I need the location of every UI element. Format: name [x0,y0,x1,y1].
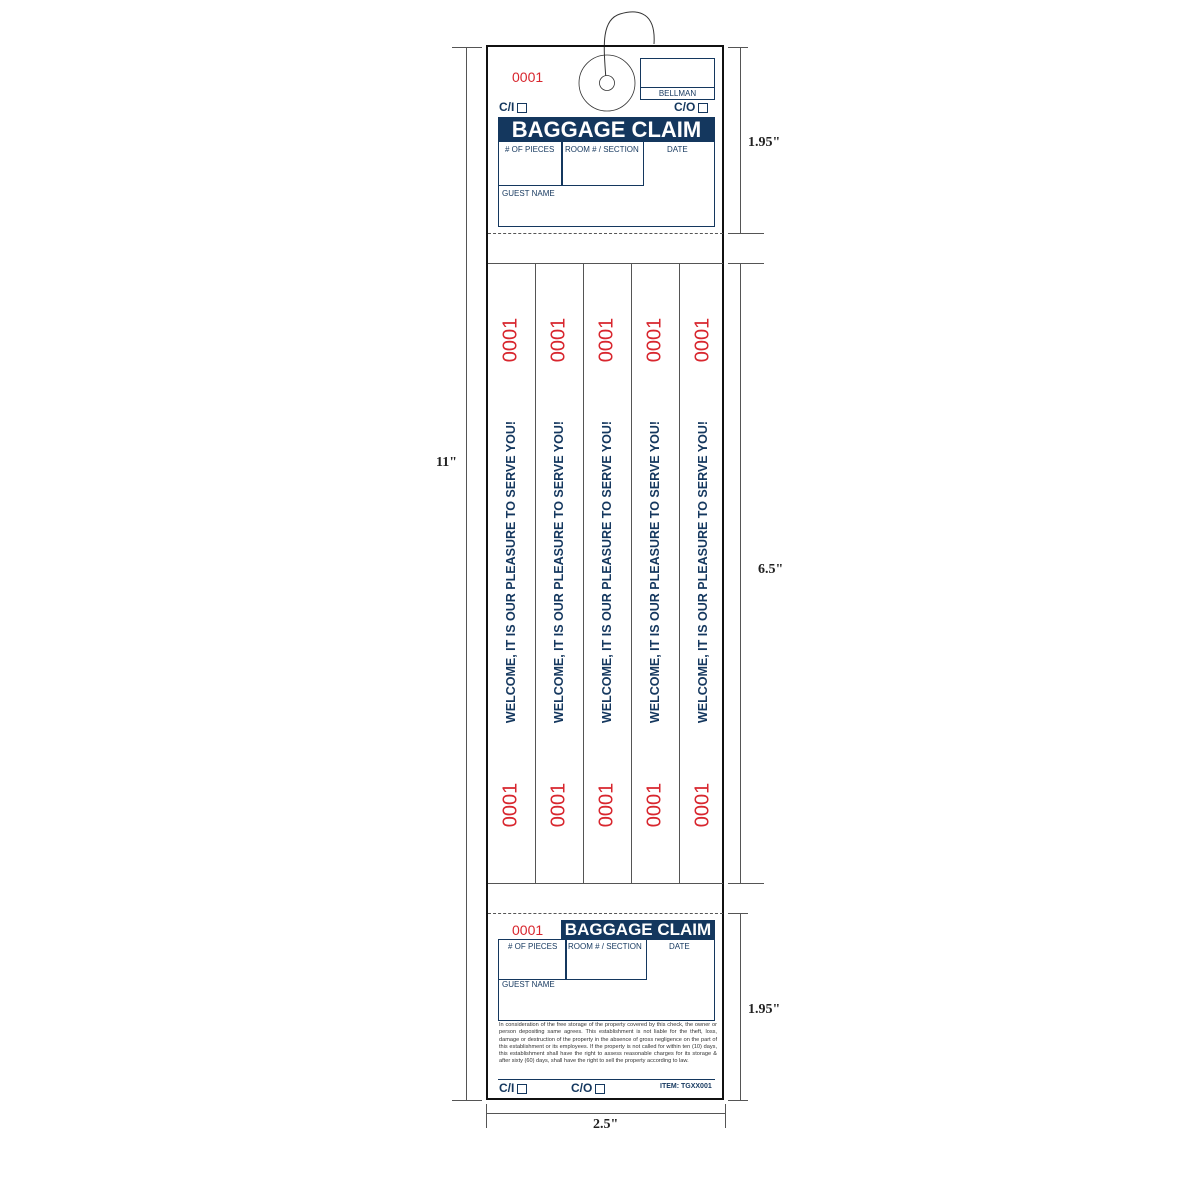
bellman-box: BELLMAN [640,58,715,100]
strip-number: 0001 [691,782,714,828]
strip-number: 0001 [595,317,618,363]
top-title: BAGGAGE CLAIM [498,117,715,142]
checkout-checkbox[interactable]: C/O [674,100,709,114]
bottom-section-label: 1.95" [748,1002,781,1017]
strip-message: WELCOME, IT IS OUR PLEASURE TO SERVE YOU… [600,420,614,724]
strip-message: WELCOME, IT IS OUR PLEASURE TO SERVE YOU… [648,420,662,724]
top-ticket-number: 0001 [512,69,544,85]
date-field[interactable]: DATE [669,942,690,951]
dim-tick [452,1100,482,1101]
strip-number: 0001 [499,782,522,828]
width-label: 2.5" [593,1117,619,1132]
strip-message: WELCOME, IT IS OUR PLEASURE TO SERVE YOU… [552,420,566,724]
room-field[interactable]: ROOM # / SECTION [565,145,639,154]
width-dimension-line [486,1113,725,1114]
section-divider [488,263,723,264]
strip-number: 0001 [547,782,570,828]
section-divider [488,883,723,884]
top-dimension-line [740,47,741,233]
bottom-dimension-line [740,913,741,1100]
pieces-field[interactable]: # OF PIECES [505,145,555,154]
guest-name-field[interactable]: GUEST NAME [502,189,555,198]
bottom-form: # OF PIECES ROOM # / SECTION DATE GUEST … [497,938,715,1021]
strip-number: 0001 [595,782,618,828]
checkout-checkbox[interactable]: C/O [571,1081,606,1095]
disclaimer-text: In consideration of the free storage of … [499,1022,717,1065]
height-dimension-line [466,47,467,1100]
bellman-label: BELLMAN [641,87,714,99]
perforation-line [488,233,723,234]
middle-section-label: 6.5" [758,562,784,577]
item-code: ITEM: TGXX001 [660,1083,712,1090]
strip-message: WELCOME, IT IS OUR PLEASURE TO SERVE YOU… [504,420,518,724]
perforation-line [488,913,723,914]
strip-number: 0001 [547,317,570,363]
strip-number: 0001 [499,317,522,363]
pieces-field[interactable]: # OF PIECES [508,942,558,951]
checkin-checkbox[interactable]: C/I [499,100,528,114]
bottom-ticket-number: 0001 [512,922,544,938]
top-section-label: 1.95" [748,135,781,150]
strip-number: 0001 [643,782,666,828]
middle-dimension-line [740,263,741,883]
room-field[interactable]: ROOM # / SECTION [568,942,642,951]
strip-number: 0001 [643,317,666,363]
height-label: 11" [436,455,457,471]
baggage-tag [486,45,724,1100]
date-field[interactable]: DATE [667,145,688,154]
grommet-icon [578,54,636,112]
bottom-title: BAGGAGE CLAIM [561,920,715,939]
guest-name-field[interactable]: GUEST NAME [502,980,555,989]
top-form: # OF PIECES ROOM # / SECTION DATE GUEST … [497,140,715,227]
strip-message: WELCOME, IT IS OUR PLEASURE TO SERVE YOU… [696,420,710,724]
checkin-checkbox[interactable]: C/I [499,1081,528,1095]
dim-tick [452,47,482,48]
strip-number: 0001 [691,317,714,363]
